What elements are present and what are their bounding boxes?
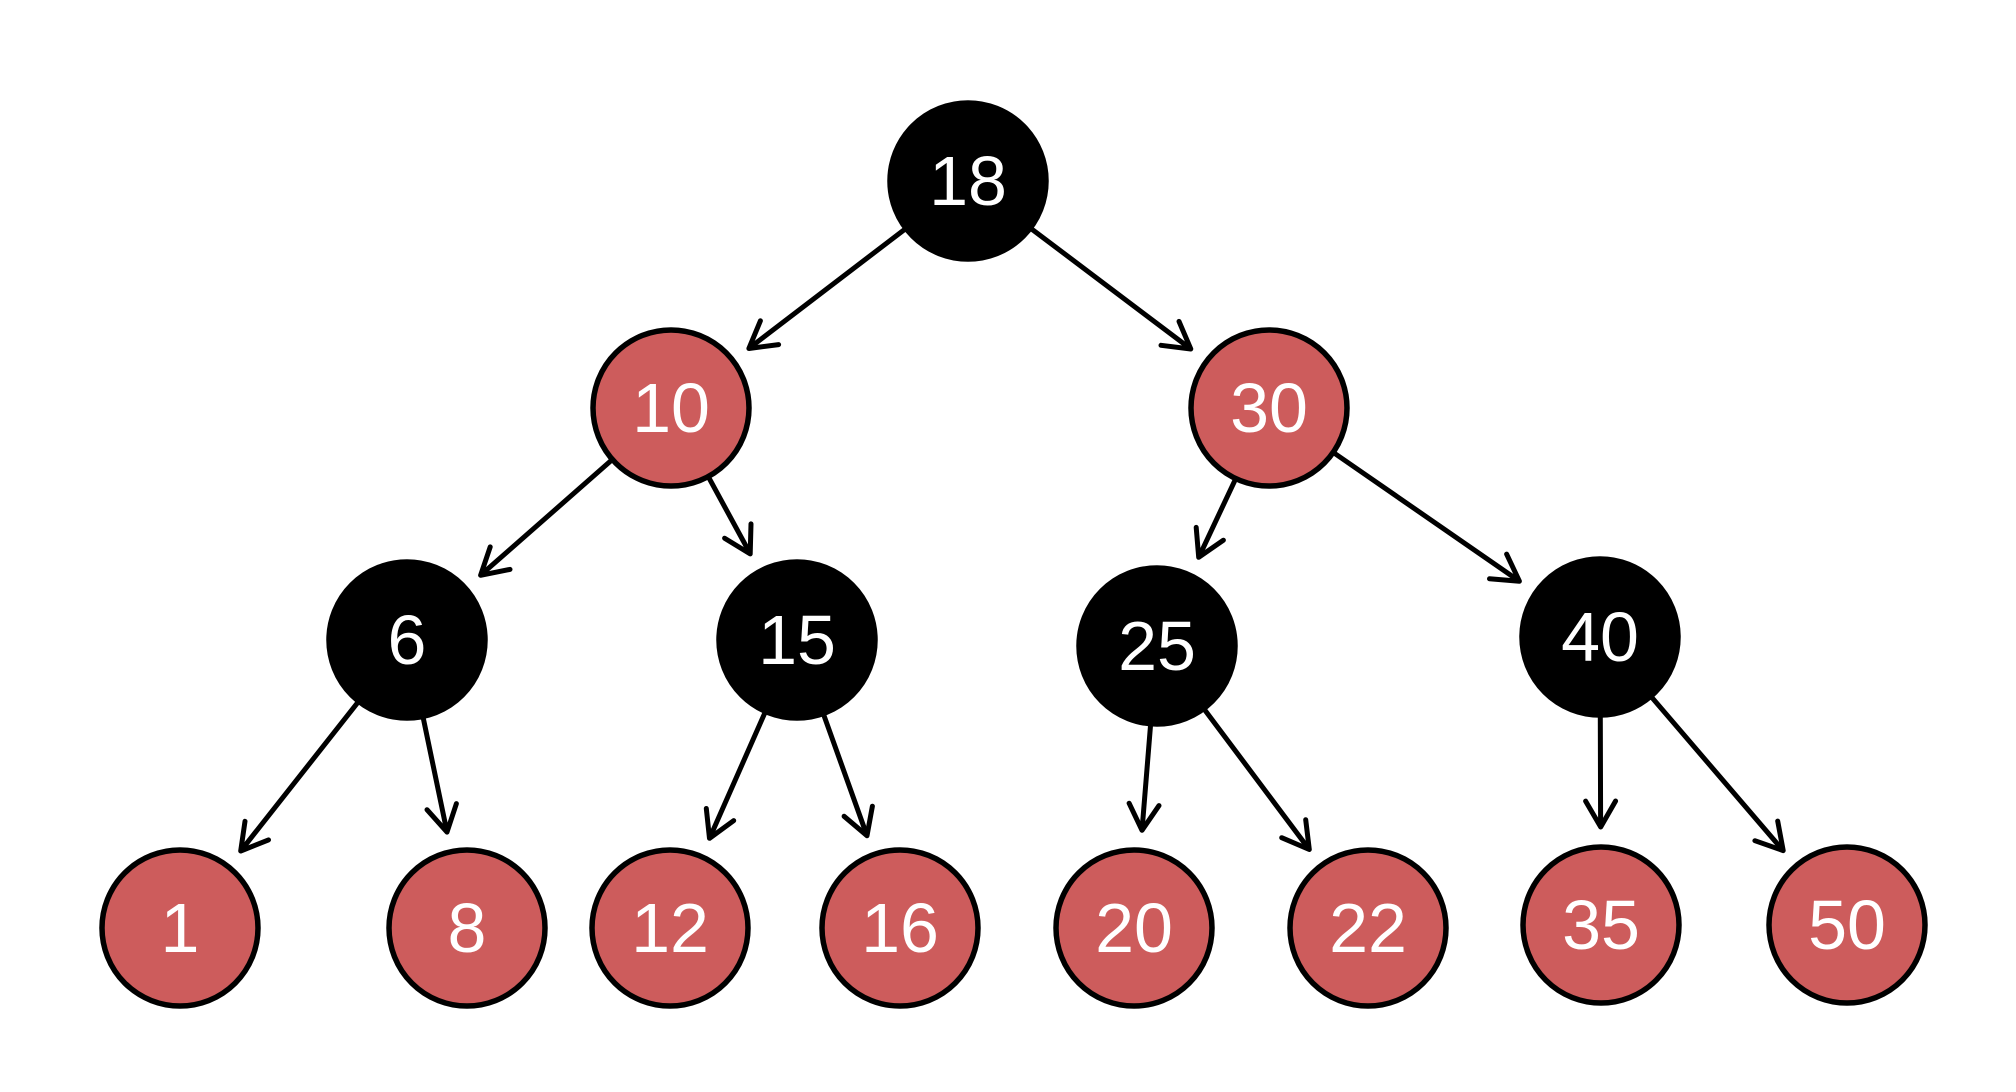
edge-30-to-25 (1193, 477, 1238, 560)
edge-line (420, 715, 449, 829)
node-circle-red (819, 847, 981, 1009)
node-value-label: 22 (1329, 889, 1407, 967)
node-value-label: 10 (632, 369, 710, 447)
node-value-label: 30 (1230, 369, 1308, 447)
node-circle-red (386, 847, 548, 1009)
arrowhead-icon (424, 801, 459, 835)
tree-node-16: 16 (819, 847, 981, 1009)
tree-node-25: 25 (1076, 565, 1238, 727)
tree-edges (238, 226, 1786, 854)
node-value-label: 40 (1561, 598, 1639, 676)
edge-30-to-40 (1332, 451, 1522, 584)
edge-18-to-10 (746, 227, 907, 351)
tree-node-50: 50 (1766, 844, 1928, 1006)
edge-line (1332, 451, 1517, 581)
node-value-label: 12 (631, 889, 709, 967)
arrowhead-icon (1279, 817, 1312, 852)
arrowhead-icon (746, 318, 782, 351)
node-circle-black (887, 100, 1049, 262)
node-circle-black (326, 559, 488, 721)
edge-40-to-50 (1649, 695, 1786, 854)
tree-node-6: 6 (326, 559, 488, 721)
node-value-label: 50 (1808, 886, 1886, 964)
edge-line (1140, 723, 1153, 827)
node-circle-red (99, 847, 261, 1009)
arrowhead-icon (1126, 800, 1162, 833)
node-value-label: 6 (388, 601, 427, 679)
arrowhead-icon (1158, 318, 1194, 352)
node-value-label: 1 (161, 889, 200, 967)
tree-node-18: 18 (887, 100, 1049, 262)
node-value-label: 8 (448, 889, 487, 967)
node-circle-black (716, 559, 878, 721)
edge-line (709, 710, 768, 836)
tree-node-30: 30 (1188, 327, 1350, 489)
tree-node-22: 22 (1287, 847, 1449, 1009)
arrowhead-icon (238, 818, 271, 854)
tree-node-12: 12 (589, 847, 751, 1009)
tree-node-8: 8 (386, 847, 548, 1009)
edge-line (1649, 695, 1782, 849)
node-circle-black (1076, 565, 1238, 727)
edge-line (482, 458, 614, 574)
edge-line (1202, 707, 1309, 848)
node-value-label: 35 (1562, 886, 1640, 964)
tree-node-15: 15 (716, 559, 878, 721)
tree-node-35: 35 (1520, 844, 1682, 1006)
node-circle-black (1519, 556, 1681, 718)
node-circle-red (1520, 844, 1682, 1006)
edge-10-to-15 (706, 475, 754, 557)
edge-line (706, 475, 750, 552)
arrowhead-icon (1487, 551, 1522, 584)
edge-10-to-6 (478, 458, 614, 578)
node-circle-red (1766, 844, 1928, 1006)
edge-40-to-35 (1583, 714, 1619, 830)
edge-18-to-30 (1029, 226, 1194, 352)
tree-node-20: 20 (1053, 847, 1215, 1009)
node-circle-red (1188, 327, 1350, 489)
arrowhead-icon (722, 521, 754, 557)
node-circle-red (589, 847, 751, 1009)
arrowhead-icon (1583, 798, 1619, 830)
edge-line (821, 712, 868, 833)
tree-node-10: 10 (590, 327, 752, 489)
edge-25-to-20 (1126, 723, 1162, 833)
node-circle-red (590, 327, 752, 489)
edge-line (751, 227, 907, 348)
node-circle-red (1287, 847, 1449, 1009)
node-value-label: 15 (758, 601, 836, 679)
edge-line (241, 700, 360, 849)
arrowhead-icon (478, 544, 513, 578)
edge-line (1029, 226, 1189, 348)
arrowhead-icon (703, 806, 737, 841)
edge-15-to-16 (821, 712, 875, 839)
edge-6-to-1 (238, 700, 360, 854)
edge-line (1198, 477, 1238, 555)
node-value-label: 16 (861, 889, 939, 967)
arrowhead-icon (841, 803, 875, 839)
node-value-label: 25 (1118, 607, 1196, 685)
node-circle-red (1053, 847, 1215, 1009)
arrowhead-icon (1193, 524, 1226, 560)
edge-15-to-12 (703, 710, 768, 841)
arrowhead-icon (1752, 818, 1786, 854)
tree-node-40: 40 (1519, 556, 1681, 718)
node-value-label: 18 (929, 142, 1007, 220)
edge-25-to-22 (1202, 707, 1312, 852)
edge-6-to-8 (420, 715, 459, 835)
node-value-label: 20 (1095, 889, 1173, 967)
tree-node-1: 1 (99, 847, 261, 1009)
